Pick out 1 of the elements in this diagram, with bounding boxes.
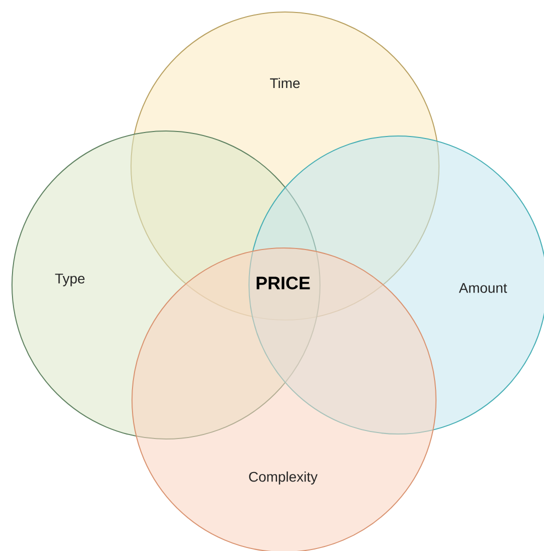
center-label: PRICE <box>256 276 310 290</box>
